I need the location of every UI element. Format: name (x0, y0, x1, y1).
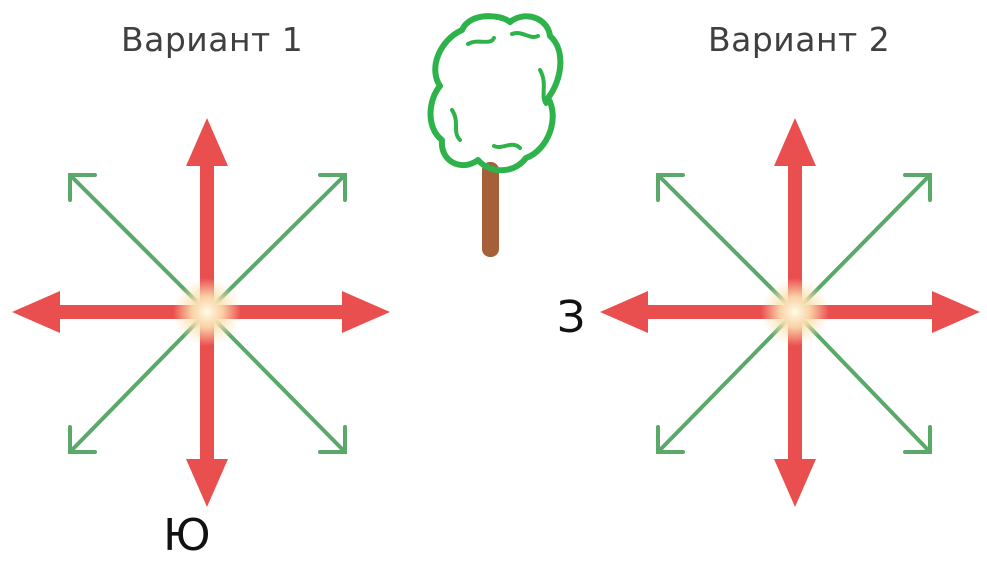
arrow-north-head-1 (186, 118, 228, 166)
arrowhead-northeast-1 (318, 173, 347, 202)
compass-rose-2 (600, 118, 980, 507)
arrow-east-head-2 (932, 291, 980, 333)
arrow-south-head-2 (774, 459, 816, 507)
main-arrows-1 (12, 118, 390, 507)
arrow-north-shaft-2 (788, 150, 802, 312)
center-glow-2 (761, 278, 829, 346)
arrow-east-head-1 (342, 291, 390, 333)
direction-label-south: Ю (163, 510, 211, 561)
arrow-east-shaft-1 (207, 305, 352, 319)
compass-rose-1 (12, 118, 390, 507)
direction-label-west: З (557, 292, 586, 343)
arrow-north-shaft-1 (200, 150, 214, 312)
variant-2-title: Вариант 2 (708, 20, 891, 59)
arrow-west-shaft-1 (45, 305, 207, 319)
arrowhead-northeast-2 (903, 173, 932, 202)
arrow-west-head-2 (600, 291, 648, 333)
center-glow-1 (173, 278, 241, 346)
arrow-west-shaft-2 (635, 305, 795, 319)
arrowhead-southwest-1 (68, 425, 97, 454)
variant-1-title: Вариант 1 (121, 20, 304, 59)
arrow-south-shaft-2 (788, 312, 802, 462)
arrowhead-northwest-1 (68, 173, 97, 202)
arrow-east-shaft-2 (795, 305, 945, 319)
arrow-north-head-2 (774, 118, 816, 166)
arrowhead-northwest-2 (656, 173, 685, 202)
arrow-south-head-1 (186, 459, 228, 507)
arrow-south-shaft-1 (200, 312, 214, 462)
arrow-west-head-1 (12, 291, 60, 333)
tree-icon (427, 13, 564, 257)
tree-crown-detail (450, 31, 548, 150)
arrowhead-southeast-1 (318, 425, 347, 454)
arrowhead-southeast-2 (903, 425, 932, 454)
tree-crown (427, 13, 564, 174)
main-arrows-2 (600, 118, 980, 507)
tree-trunk (482, 162, 499, 257)
arrowhead-southwest-2 (656, 425, 685, 454)
